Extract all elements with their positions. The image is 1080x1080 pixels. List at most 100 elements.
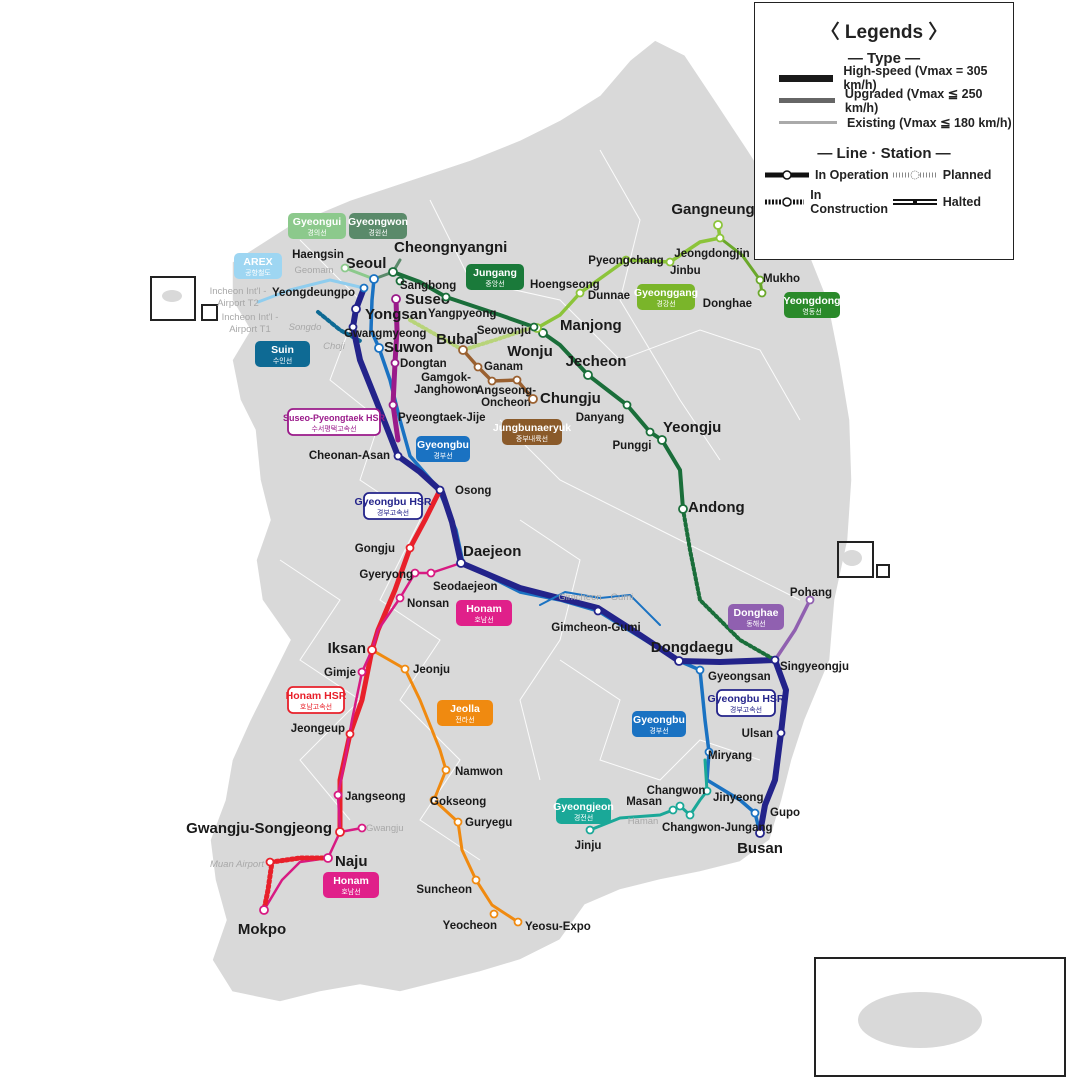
station-namwon[interactable]: Namwon: [441, 765, 503, 778]
station-marker[interactable]: [369, 274, 379, 284]
station-incheon-int-l-airport-t2[interactable]: Incheon Int'l -Airport T2: [210, 286, 267, 309]
station-daejeon[interactable]: Daejeon: [456, 543, 521, 568]
station-mokpo[interactable]: Mokpo: [238, 905, 286, 938]
station-marker[interactable]: [750, 808, 760, 818]
station-marker[interactable]: [713, 220, 723, 230]
station-marker[interactable]: [359, 283, 369, 293]
station-marker[interactable]: [453, 817, 463, 827]
station-angseong-oncheon[interactable]: Angseong-Oncheon: [476, 375, 536, 410]
station-jeonju[interactable]: Jeonju: [400, 664, 451, 676]
station-muan-airport[interactable]: Muan Airport: [210, 857, 275, 871]
station-marker[interactable]: [489, 909, 499, 919]
station-marker[interactable]: [395, 276, 405, 286]
station-marker[interactable]: [335, 827, 345, 837]
station-marker[interactable]: [770, 655, 780, 665]
station-gumi[interactable]: Gumi: [611, 592, 634, 603]
station-gokseong[interactable]: Gokseong: [429, 795, 486, 808]
station-nonsan[interactable]: Nonsan: [395, 593, 450, 611]
station-marker[interactable]: [622, 400, 632, 410]
station-marker[interactable]: [776, 728, 786, 738]
station-chungju[interactable]: Chungju: [528, 390, 601, 407]
station-marker[interactable]: [621, 255, 631, 265]
station-marker[interactable]: [657, 435, 667, 445]
station-gwangju[interactable]: Gwangju: [357, 823, 404, 834]
station-singyeongju[interactable]: Singyeongju: [770, 655, 850, 674]
station-marker[interactable]: [333, 790, 343, 800]
station-marker[interactable]: [374, 343, 384, 353]
station-jinyeong[interactable]: Jinyeong: [702, 786, 764, 805]
station-marker[interactable]: [668, 805, 678, 815]
station-marker[interactable]: [674, 656, 684, 666]
station-geomam[interactable]: Geomam: [294, 265, 333, 276]
station-seodaejeon[interactable]: Seodaejeon: [426, 568, 498, 594]
station-gimcheon-gumi[interactable]: Gimcheon-Gumi: [551, 606, 641, 635]
station-marker[interactable]: [265, 857, 275, 867]
station-incheon-int-l-airport-t1[interactable]: Incheon Int'l -Airport T1: [222, 312, 279, 335]
station-marker[interactable]: [458, 345, 468, 355]
station-marker[interactable]: [388, 400, 398, 410]
station-suseo[interactable]: Suseo: [391, 291, 450, 308]
station-marker[interactable]: [393, 451, 403, 461]
station-changwon[interactable]: Changwon: [647, 785, 706, 811]
station-marker[interactable]: [695, 665, 705, 675]
station-haengsin[interactable]: Haengsin: [292, 249, 350, 273]
station-marker[interactable]: [435, 485, 445, 495]
station-marker[interactable]: [395, 593, 405, 603]
station-jinju[interactable]: Jinju: [575, 825, 602, 853]
station-gimje[interactable]: Gimje: [324, 667, 367, 679]
station-marker[interactable]: [323, 853, 333, 863]
station-yangpyeong[interactable]: Yangpyeong: [428, 292, 496, 321]
station-marker[interactable]: [538, 328, 548, 338]
station-marker[interactable]: [340, 263, 350, 273]
station-marker[interactable]: [755, 828, 765, 838]
station-marker[interactable]: [471, 875, 481, 885]
station-marker[interactable]: [441, 292, 451, 302]
station-marker[interactable]: [391, 294, 401, 304]
station-marker[interactable]: [357, 823, 367, 833]
station-marker[interactable]: [441, 765, 451, 775]
station-jinbu[interactable]: Jinbu: [665, 257, 701, 278]
station-gangneung[interactable]: Gangneung: [671, 201, 755, 230]
station-marker[interactable]: [473, 362, 483, 372]
station-pyeongtaek-jije[interactable]: Pyeongtaek-Jije: [388, 400, 486, 425]
station-dongtan[interactable]: Dongtan: [390, 358, 447, 370]
station-marker[interactable]: [513, 917, 523, 927]
station-marker[interactable]: [426, 568, 436, 578]
station-dunnae[interactable]: Dunnae: [575, 288, 631, 303]
station-yeocheon[interactable]: Yeocheon: [443, 909, 499, 933]
station-marker[interactable]: [583, 370, 593, 380]
station-seoul[interactable]: Seoul: [346, 255, 387, 284]
station-cheongnyangni[interactable]: Cheongnyangni: [388, 239, 507, 277]
station-ulsan[interactable]: Ulsan: [742, 728, 786, 740]
station-marker[interactable]: [388, 267, 398, 277]
station-ganam[interactable]: Ganam: [473, 361, 524, 373]
station-gimcheon[interactable]: Gimcheon: [558, 592, 601, 603]
station-marker[interactable]: [585, 825, 595, 835]
station-yeosu-expo[interactable]: Yeosu-Expo: [513, 917, 591, 934]
station-cheonan-asan[interactable]: Cheonan-Asan: [309, 450, 403, 462]
station-marker[interactable]: [400, 664, 410, 674]
station-marker[interactable]: [755, 275, 765, 285]
station-gwangmyeong[interactable]: Gwangmyeong: [344, 322, 426, 341]
station-iksan[interactable]: Iksan: [328, 640, 377, 657]
station-seowonju[interactable]: Seowonju: [477, 322, 539, 338]
station-gwangju-songjeong[interactable]: Gwangju-Songjeong: [186, 820, 345, 837]
station-bubal[interactable]: Bubal: [436, 331, 478, 355]
station-marker[interactable]: [405, 543, 415, 553]
station-naju[interactable]: Naju: [323, 853, 368, 870]
station-pyeongchang[interactable]: Pyeongchang: [588, 255, 663, 267]
station-osong[interactable]: Osong: [435, 485, 492, 497]
station-suwon[interactable]: Suwon: [374, 339, 433, 356]
station-pohang[interactable]: Pohang: [790, 587, 832, 605]
station-danyang[interactable]: Danyang: [576, 400, 632, 425]
station-wonju[interactable]: Wonju: [507, 328, 553, 360]
station-gamgok-janghowon[interactable]: Gamgok-Janghowon: [414, 372, 497, 396]
station-marker[interactable]: [685, 810, 695, 820]
station-punggi[interactable]: Punggi: [613, 427, 655, 453]
station-marker[interactable]: [704, 747, 714, 757]
station-gyeongsan[interactable]: Gyeongsan: [695, 665, 771, 684]
station-marker[interactable]: [390, 358, 400, 368]
station-marker[interactable]: [429, 795, 439, 805]
station-marker[interactable]: [410, 568, 420, 578]
station-haman[interactable]: Haman: [628, 816, 659, 827]
